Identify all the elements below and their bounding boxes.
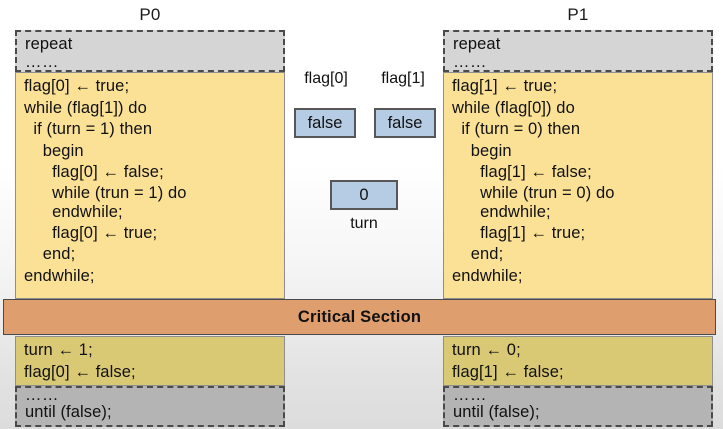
- code-line: if (turn = 1) then: [24, 120, 153, 138]
- code-line: begin: [24, 141, 84, 160]
- until-keyword-p0: until (false);: [25, 403, 112, 421]
- code-line: turn ← 0;: [452, 341, 521, 359]
- code-line: flag[0] ← false;: [24, 362, 136, 381]
- code-line: endwhile;: [24, 203, 123, 221]
- flag0-value-box[interactable]: false: [294, 108, 356, 138]
- repeat-dots-p0: ……: [25, 52, 59, 71]
- entry-code-block-p0: flag[0] ← true; while (flag[1]) do if (t…: [15, 72, 285, 299]
- critical-section-band: Critical Section: [3, 299, 716, 335]
- code-line: flag[1] ← true;: [452, 223, 586, 242]
- repeat-block-p1: repeat ……: [443, 30, 713, 72]
- until-dots-p0: ……: [25, 386, 59, 404]
- code-line: while (trun = 0) do: [452, 183, 615, 202]
- code-line: endwhile;: [24, 266, 95, 285]
- turn-value-box[interactable]: 0: [330, 180, 398, 210]
- code-line: begin: [452, 141, 512, 160]
- process-title-p0: P0: [139, 5, 161, 24]
- flag1-value-box[interactable]: false: [374, 108, 436, 138]
- repeat-block-p0: repeat ……: [15, 30, 285, 72]
- code-line: flag[0] ← true;: [24, 77, 130, 95]
- until-block-p0: …… until (false);: [15, 386, 285, 427]
- code-line: end;: [452, 245, 504, 263]
- until-dots-p1: ……: [453, 386, 487, 404]
- repeat-dots-p1: ……: [453, 52, 487, 71]
- code-line: if (turn = 0) then: [452, 120, 581, 138]
- repeat-keyword-p0: repeat: [25, 35, 73, 53]
- repeat-keyword-p1: repeat: [453, 35, 501, 53]
- process-title-p1: P1: [567, 5, 589, 24]
- critical-section-label: Critical Section: [297, 307, 422, 326]
- code-line: turn ← 1;: [24, 341, 93, 359]
- code-line: flag[0] ← false;: [24, 163, 164, 181]
- code-line: endwhile;: [452, 266, 523, 285]
- code-line: end;: [24, 245, 76, 263]
- code-line: while (flag[0]) do: [452, 98, 575, 117]
- code-line: endwhile;: [452, 203, 551, 221]
- code-line: flag[1] ← false;: [452, 163, 592, 181]
- until-keyword-p1: until (false);: [453, 403, 540, 421]
- code-line: flag[1] ← false;: [452, 362, 564, 381]
- code-line: while (flag[1]) do: [24, 98, 147, 117]
- code-line: while (trun = 1) do: [24, 183, 187, 202]
- code-line: flag[0] ← true;: [24, 223, 158, 242]
- entry-code-block-p1: flag[1] ← true; while (flag[0]) do if (t…: [443, 72, 713, 299]
- until-block-p1: …… until (false);: [443, 386, 713, 427]
- flag0-label: flag[0]: [304, 70, 348, 87]
- exit-code-block-p0: turn ← 1; flag[0] ← false;: [15, 336, 285, 386]
- flag1-label: flag[1]: [381, 70, 425, 87]
- turn-label: turn: [350, 215, 378, 232]
- exit-code-block-p1: turn ← 0; flag[1] ← false;: [443, 336, 713, 386]
- code-line: flag[1] ← true;: [452, 77, 558, 95]
